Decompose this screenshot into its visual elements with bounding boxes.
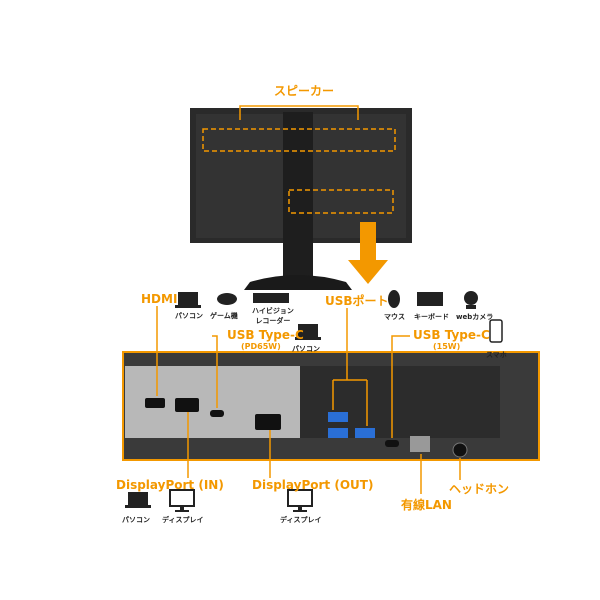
- laptop-icon: [175, 292, 201, 308]
- recorder-icon: [253, 293, 289, 303]
- device-smartphone: スマホ: [486, 351, 507, 359]
- keyboard-icon: [417, 292, 443, 306]
- laptop-icon: [295, 324, 321, 340]
- callout-lines: [156, 306, 461, 494]
- usbc-pd-sublabel: (PD65W): [241, 342, 281, 351]
- device-display: ディスプレイ: [280, 516, 322, 524]
- lan-label: 有線LAN: [401, 498, 452, 512]
- device-mouse: マウス: [384, 313, 405, 321]
- device-keyboard: キーボード: [414, 313, 449, 321]
- device-recorder: ハイビジョン レコーダー: [252, 307, 294, 325]
- display-icon: [287, 489, 313, 512]
- monitor-back-image: [190, 105, 412, 290]
- device-pc: パソコン: [122, 516, 150, 524]
- port-panel-image: [122, 351, 540, 461]
- device-webcam: webカメラ: [456, 313, 494, 321]
- mouse-icon: [388, 290, 400, 308]
- display-icon: [169, 489, 195, 512]
- arrow-down-icon: [348, 222, 388, 284]
- smartphone-icon: [489, 319, 503, 343]
- usbc-15w-label: USB Type-C: [413, 328, 490, 342]
- laptop-icon: [125, 492, 151, 508]
- device-pc: パソコン: [175, 312, 203, 320]
- device-icons: [125, 290, 503, 512]
- dp-out-label: DisplayPort (OUT): [252, 478, 374, 492]
- device-game: ゲーム機: [210, 312, 238, 320]
- headphone-label: ヘッドホン: [449, 482, 510, 496]
- speaker-label: スピーカー: [274, 84, 335, 98]
- device-pc: パソコン: [292, 345, 320, 353]
- device-display: ディスプレイ: [162, 516, 204, 524]
- dp-in-label: DisplayPort (IN): [116, 478, 224, 492]
- webcam-icon: [464, 291, 478, 309]
- hdmi-label: HDMI: [141, 292, 178, 306]
- usbc-pd-label: USB Type-C: [227, 328, 304, 342]
- gamepad-icon: [217, 293, 237, 305]
- usbc-15w-sublabel: (15W): [433, 342, 461, 351]
- usb-port-label: USBポート: [325, 294, 389, 308]
